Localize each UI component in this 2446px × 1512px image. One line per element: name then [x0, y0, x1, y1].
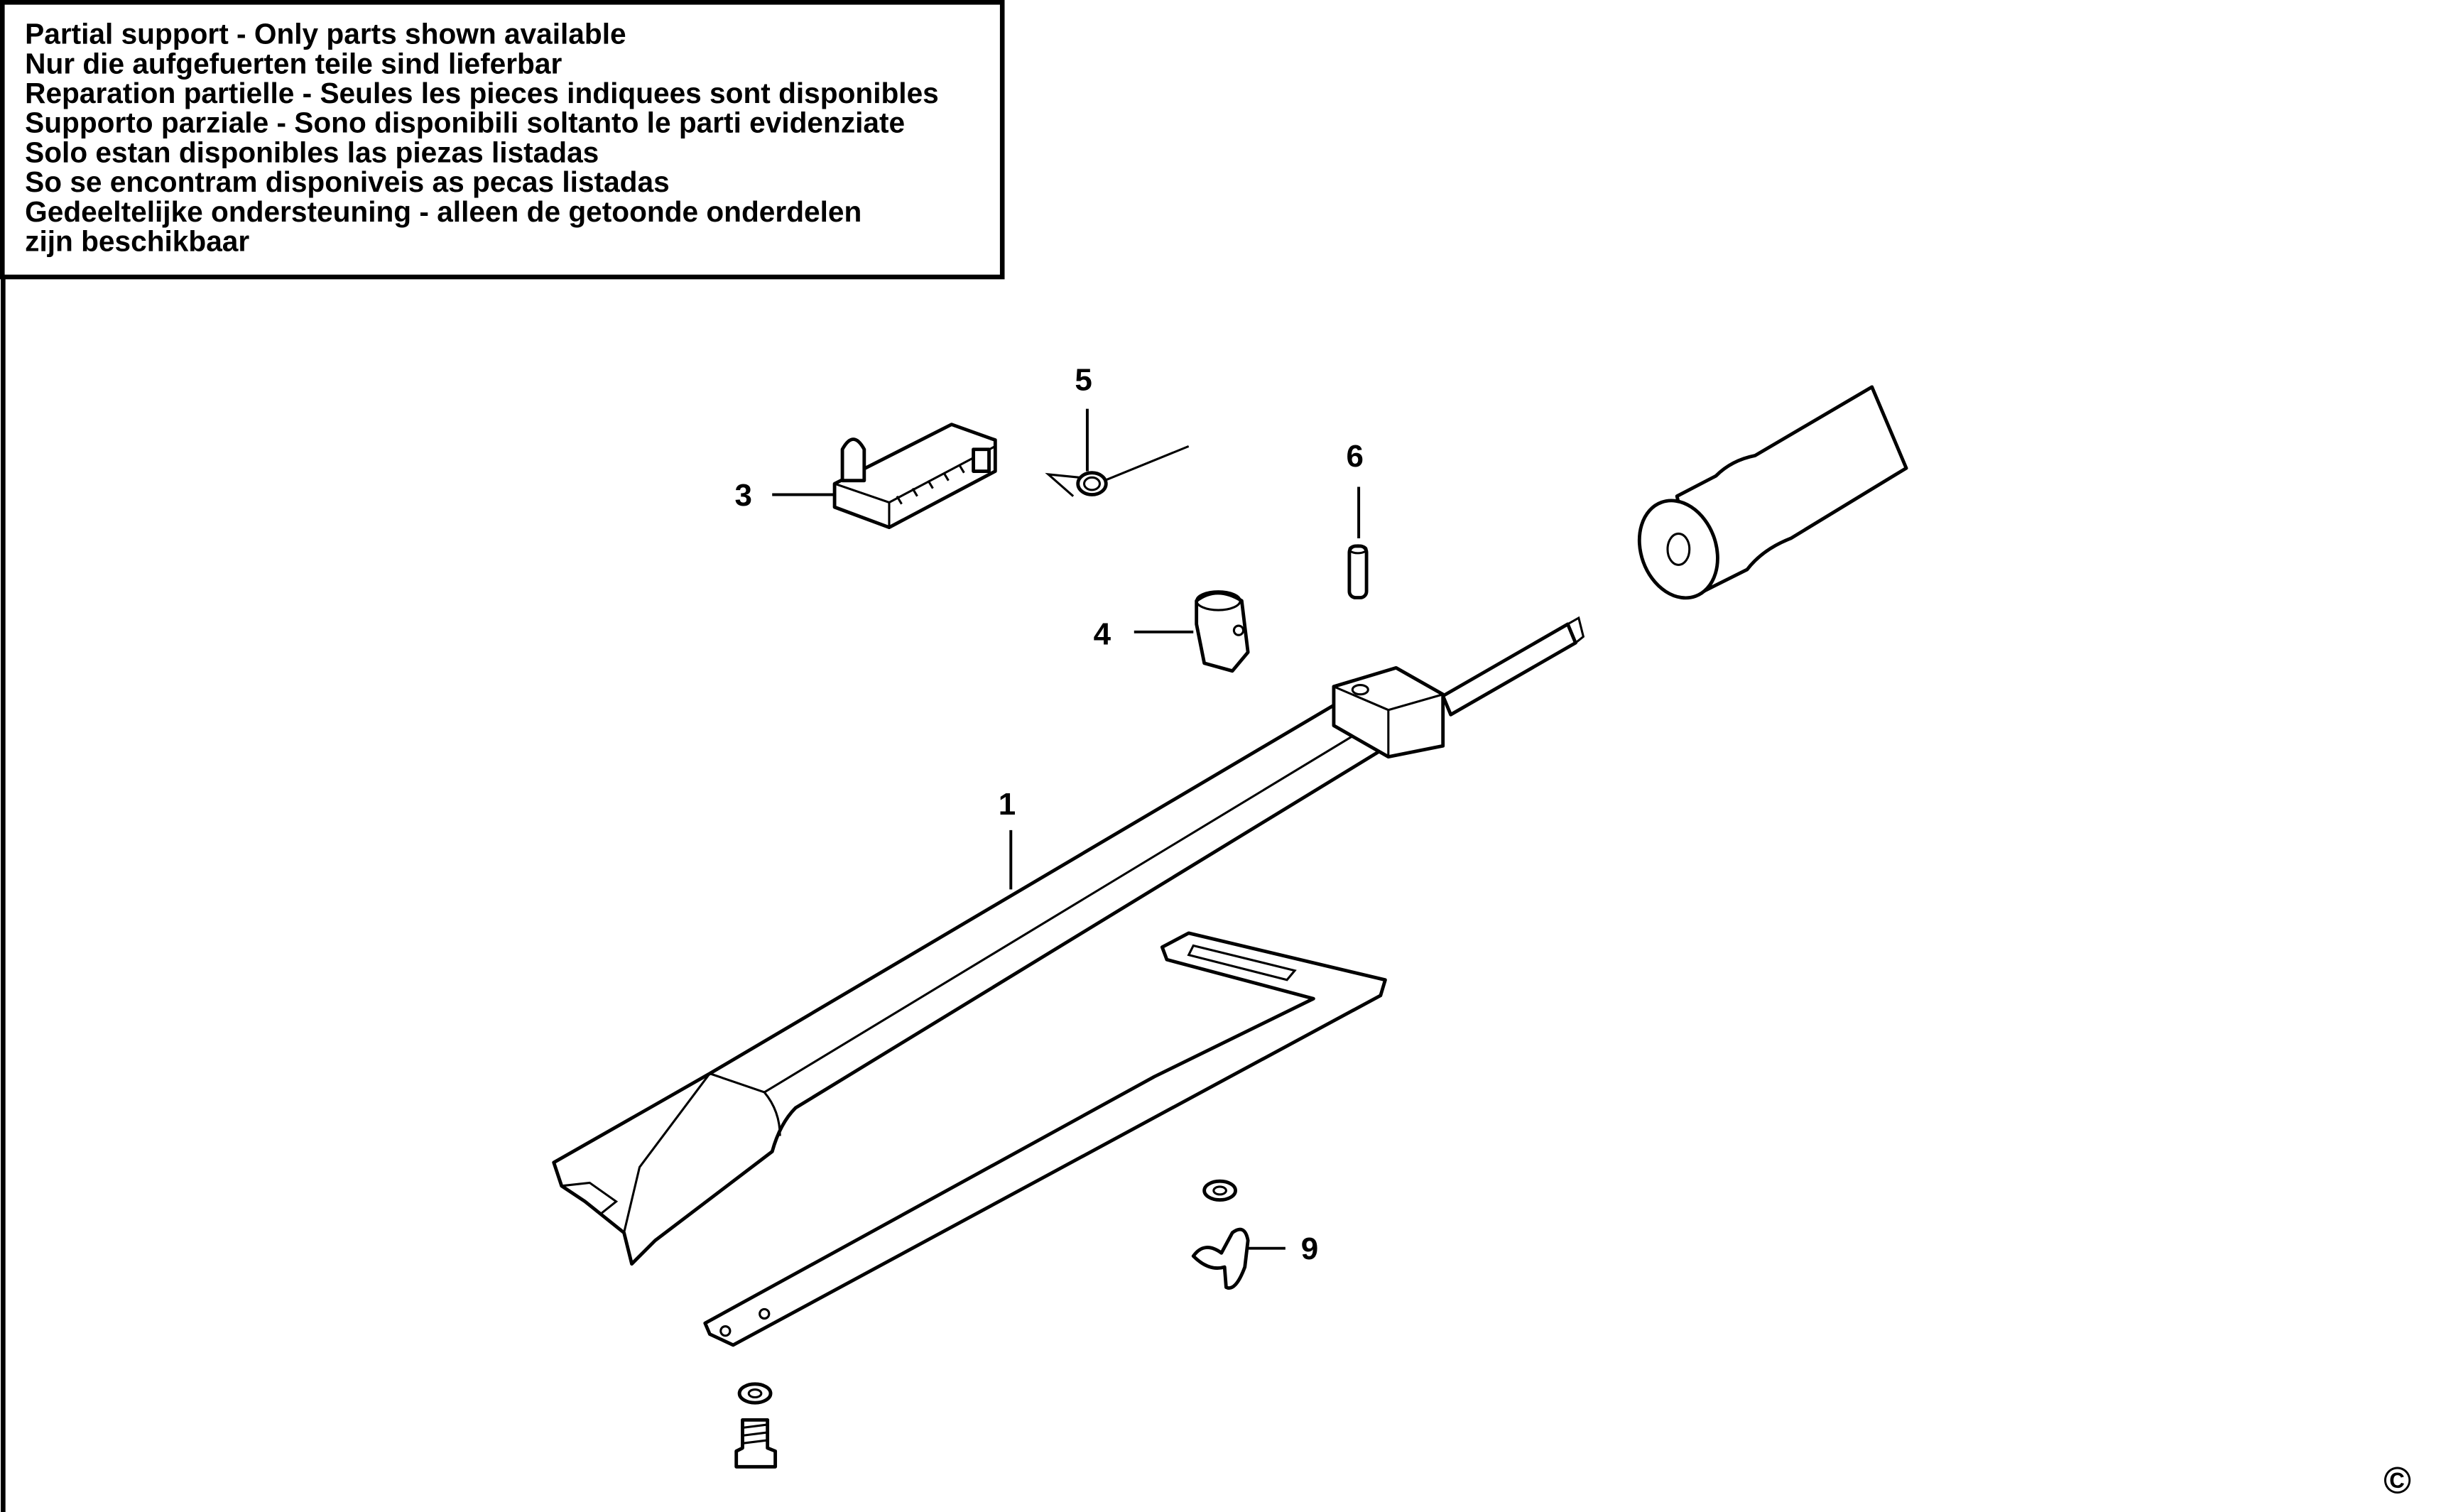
notice-line: Reparation partielle - Seules les pieces… [25, 77, 939, 109]
washer-top [1202, 1179, 1237, 1202]
callout-part-5: 5 [1075, 362, 1092, 397]
part-9-wing-nut [1191, 1227, 1250, 1290]
part-3-scale-indicator [832, 423, 997, 530]
notice-line: So se encontram disponiveis as pecas lis… [25, 165, 670, 198]
screw [734, 1418, 778, 1469]
notice-box: Partial support - Only parts shown avail… [0, 0, 1005, 280]
bracket [703, 931, 1387, 1347]
callout-part-4: 4 [1094, 616, 1111, 651]
washer-bottom [737, 1382, 773, 1405]
callout-part-6: 6 [1347, 439, 1364, 474]
notice-line: Nur die aufgefuerten teile sind lieferba… [25, 47, 562, 80]
notice-line: Supporto parziale - Sono disponibili sol… [25, 107, 905, 139]
callout-part-3: 3 [735, 478, 752, 513]
part-1-guide-bar [552, 616, 1585, 1266]
copyright-mark: © [2384, 1460, 2411, 1502]
part-4-clamp-block [1195, 590, 1250, 673]
notice-line: zijn beschikbaar [25, 225, 249, 258]
callout-part-9: 9 [1301, 1231, 1318, 1266]
notice-line: Gedeeltelijke ondersteuning - alleen de … [25, 195, 861, 228]
part-6-pin [1347, 544, 1369, 599]
callout-part-1: 1 [999, 787, 1016, 822]
part-5-spring [1045, 445, 1190, 497]
handle [1637, 385, 1908, 600]
notice-line: Solo estan disponibles las piezas listad… [25, 136, 599, 168]
notice-line: Partial support - Only parts shown avail… [25, 18, 626, 50]
